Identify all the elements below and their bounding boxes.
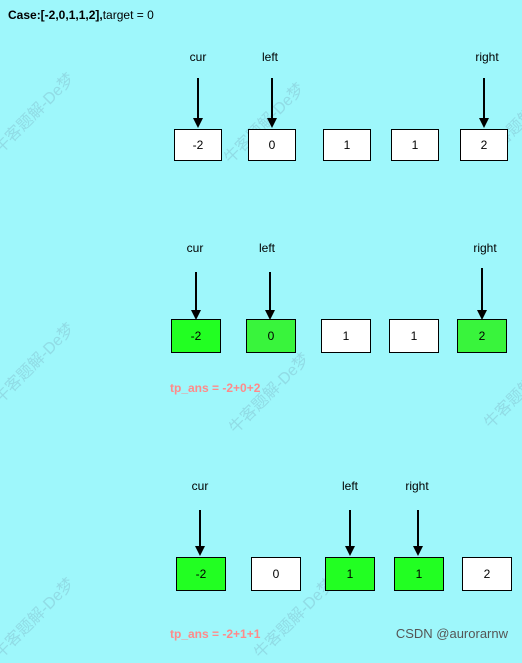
right-label: right	[473, 241, 497, 255]
cur-label: cur	[189, 50, 207, 64]
csdn-credit: CSDN @aurorarnw	[395, 626, 508, 641]
array-cell: 0	[248, 129, 296, 161]
array-cell-highlighted: -2	[171, 319, 221, 353]
watermark-text: 牛客题解-De梦	[481, 345, 522, 433]
array-cell: 1	[323, 129, 371, 161]
array-cell: 2	[462, 557, 512, 591]
formula-text: tp_ans = -2+1+1	[170, 627, 261, 641]
case-title: Case:[-2,0,1,1,2],target = 0	[8, 8, 154, 22]
array-cell-highlighted: 1	[394, 557, 444, 591]
array-cell-highlighted: 0	[246, 319, 296, 353]
array-cell: 0	[251, 557, 301, 591]
left-label: left	[258, 241, 276, 255]
left-label: left	[261, 50, 279, 64]
array-cell: 1	[389, 319, 439, 353]
array-cell: 1	[391, 129, 439, 161]
right-label: right	[405, 479, 429, 493]
array-cell: 2	[460, 129, 508, 161]
array-cell-highlighted: 2	[457, 319, 507, 353]
watermark-text: 牛客题解-De梦	[0, 575, 79, 663]
right-label: right	[475, 50, 499, 64]
array-cell: -2	[174, 129, 222, 161]
array-cell: 1	[321, 319, 371, 353]
cur-label: cur	[186, 241, 204, 255]
cur-label: cur	[191, 479, 209, 493]
array-cell-highlighted: 1	[325, 557, 375, 591]
formula-text: tp_ans = -2+0+2	[170, 381, 261, 395]
left-label: left	[341, 479, 359, 493]
watermark-text: 牛客题解-De梦	[0, 70, 79, 158]
array-cell-highlighted: -2	[176, 557, 226, 591]
case-array: Case:[-2,0,1,1,2],	[8, 8, 103, 22]
case-target: target = 0	[102, 8, 154, 22]
watermark-text: 牛客题解-De梦	[0, 320, 79, 408]
